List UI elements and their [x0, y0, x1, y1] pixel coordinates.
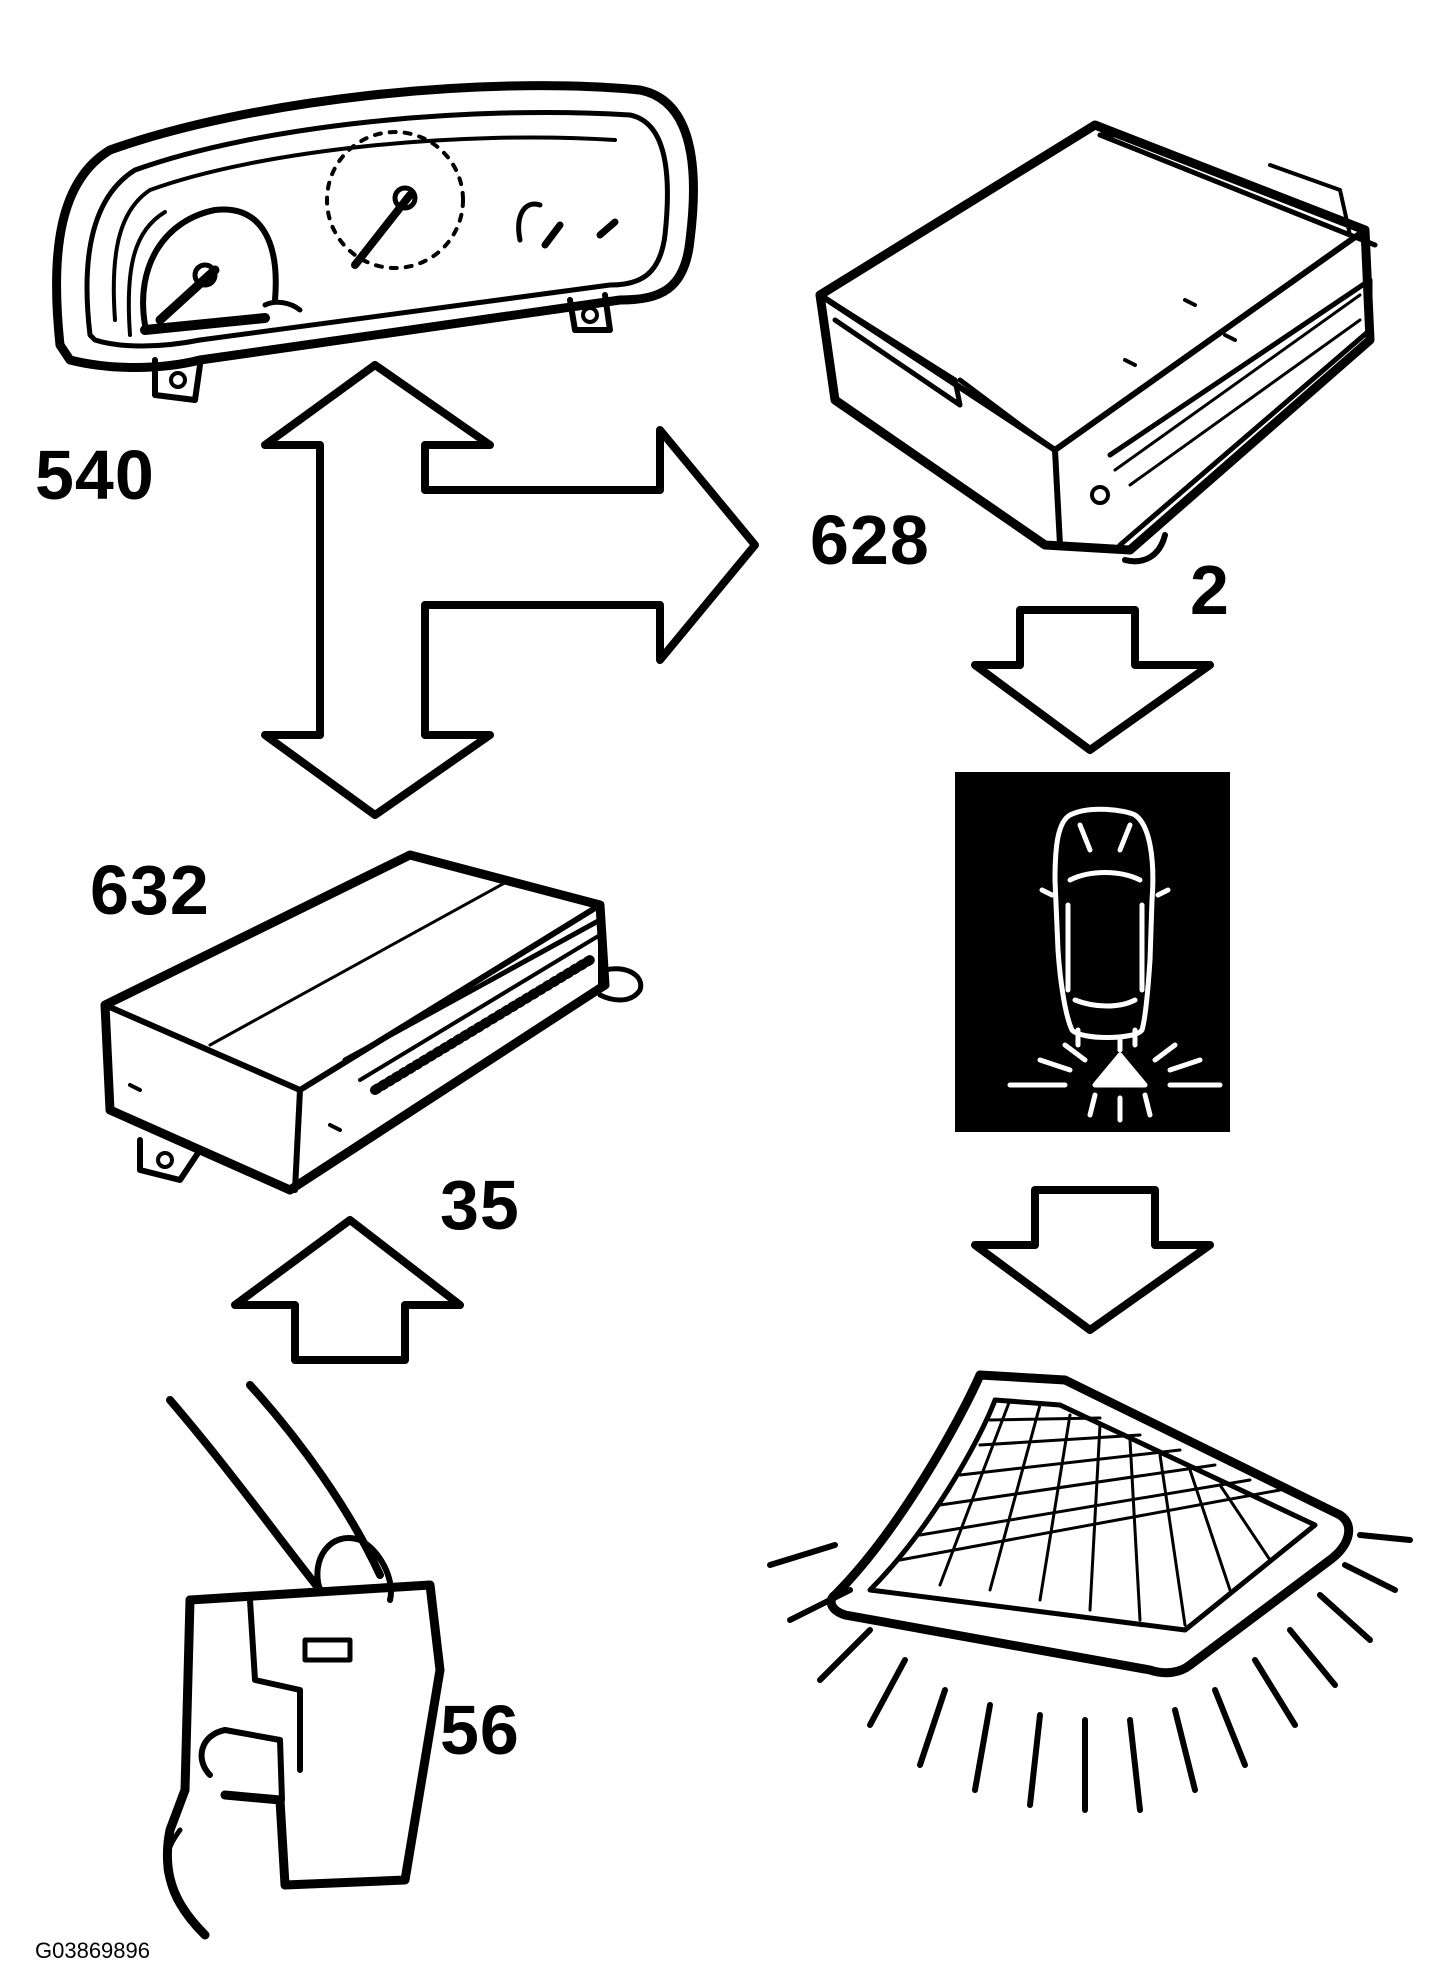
- label-central-module: 632: [90, 851, 210, 929]
- label-upper-right-connector: 2: [1190, 551, 1230, 629]
- door-switch-icon: [162, 1381, 445, 1940]
- down-arrow-icon: [971, 1186, 1214, 1334]
- figure-id: G03869896: [35, 1938, 150, 1963]
- courtesy-lamp-icon: [767, 1370, 1413, 1813]
- control-module-icon: [100, 850, 644, 1195]
- bidirectional-arrow-icon: [261, 361, 759, 819]
- label-central-module-connector: 35: [440, 1166, 520, 1244]
- up-arrow-icon: [231, 1216, 464, 1364]
- label-upper-right-module: 628: [810, 501, 930, 579]
- down-arrow-icon: [971, 606, 1214, 754]
- instrument-cluster-icon: [52, 81, 698, 403]
- car-top-view-warning-icon: [955, 772, 1230, 1132]
- control-module-icon: [815, 120, 1378, 565]
- label-switch: 56: [440, 1691, 520, 1769]
- label-instrument-cluster: 540: [35, 436, 155, 514]
